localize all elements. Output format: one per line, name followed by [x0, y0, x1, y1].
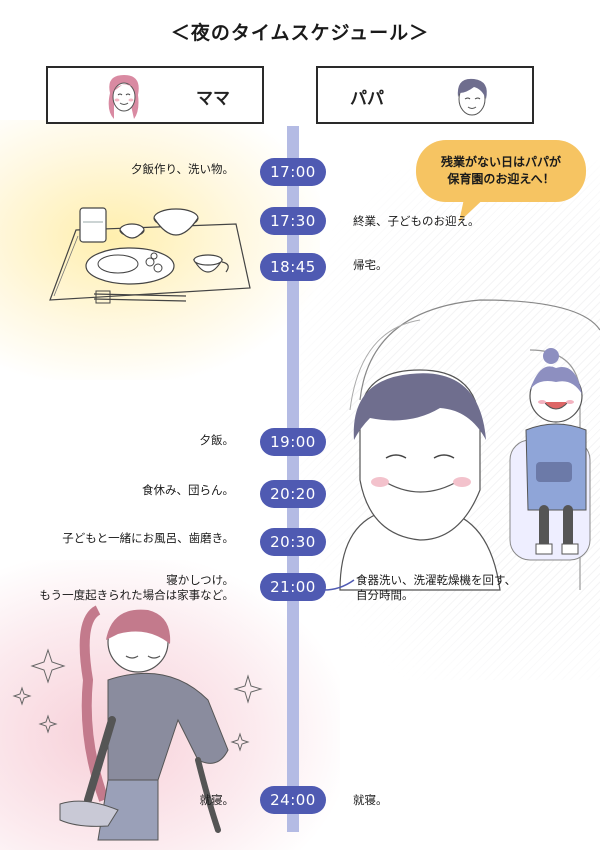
time-pill-1845: 18:45 — [260, 253, 326, 281]
page-title: ＜夜のタイムスケジュール＞ — [170, 22, 430, 44]
time-pill-1700: 17:00 — [260, 158, 326, 186]
time-pill-2400: 24:00 — [260, 786, 326, 814]
papa-task-2100: 食器洗い、洗濯乾燥機を回す、 自分時間。 — [356, 573, 516, 603]
mama-task-1700: 夕飯作り、洗い物。 — [130, 162, 234, 176]
bubble-line: 残業がない日はパパが — [440, 155, 561, 169]
mama-task-line: 寝かしつけ。 — [166, 573, 234, 587]
mama-label: ママ — [196, 89, 230, 109]
mama-task-2100: 寝かしつけ。 もう一度起きられた場合は家事など。 — [39, 573, 234, 603]
mama-task-2030: 子どもと一緒にお風呂、歯磨き。 — [62, 531, 234, 545]
time-pill-2030: 20:30 — [260, 528, 326, 556]
papa-task-1730: 終業、子どものお迎え。 — [353, 214, 480, 228]
dinner-table-illustration — [49, 207, 251, 304]
mama-cleaning-illustration — [12, 605, 263, 841]
time-pill-2100: 21:00 — [260, 573, 326, 601]
time-pill-1730: 17:30 — [260, 207, 326, 235]
speech-bubble: 残業がない日はパパが 保育園のお迎えへ！ — [416, 140, 586, 202]
time-pill-1900: 19:00 — [260, 428, 326, 456]
papa-task-line: 自分時間。 — [356, 588, 414, 602]
papa-connector-line — [323, 579, 355, 591]
mama-task-2020: 食休み、団らん。 — [142, 483, 234, 497]
mama-task-1900: 夕飯。 — [199, 433, 235, 447]
papa-label: パパ — [350, 89, 384, 109]
timeline-bar — [287, 126, 299, 832]
car-papa-child-illustration — [339, 299, 600, 591]
papa-column-header: パパ — [316, 66, 534, 124]
mama-task-2400: 就寝。 — [199, 793, 235, 807]
papa-task-line: 食器洗い、洗濯乾燥機を回す、 — [356, 573, 517, 587]
mama-column-header: ママ — [46, 66, 264, 124]
bubble-line: 保育園のお迎えへ！ — [447, 172, 555, 186]
mama-task-line: もう一度起きられた場合は家事など。 — [39, 588, 234, 602]
papa-task-2400: 就寝。 — [353, 793, 388, 807]
man-face-icon — [457, 78, 487, 116]
woman-face-icon — [108, 75, 139, 119]
time-pill-2020: 20:20 — [260, 480, 326, 508]
papa-task-1845: 帰宅。 — [353, 258, 388, 272]
